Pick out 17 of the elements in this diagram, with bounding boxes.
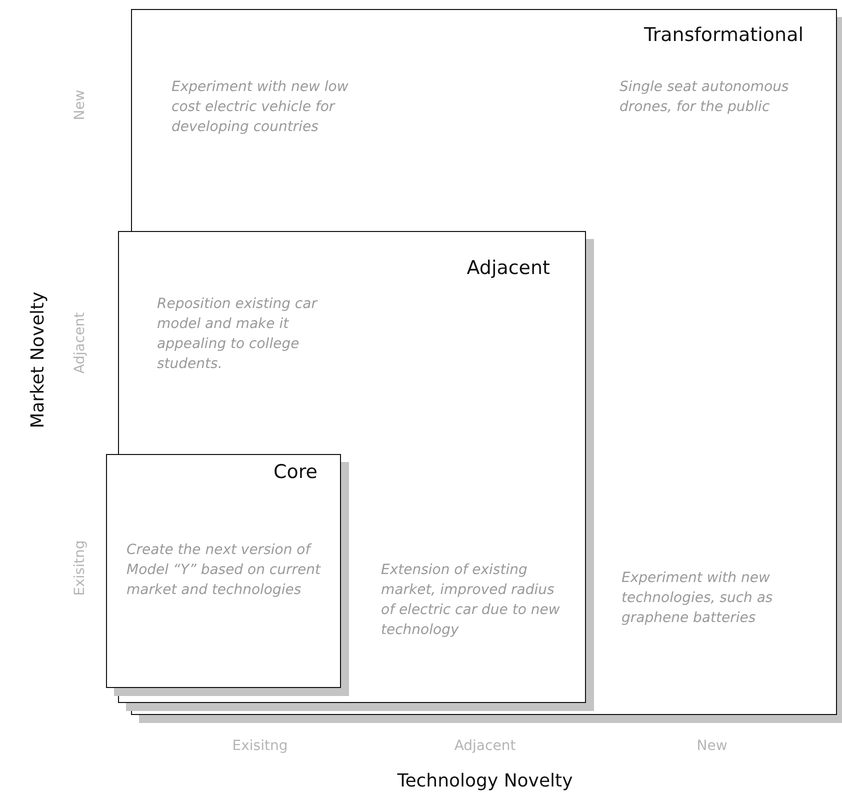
axis-title: Market Novelty	[28, 292, 48, 428]
cell-note: Single seat autonomous drones, for the public	[620, 78, 790, 116]
cell-note: Create the next version of Model “Y” based on current market and technologies	[126, 540, 322, 600]
axis-tick-label: Exisitng	[232, 738, 288, 754]
quadrant-title: Core	[274, 460, 318, 482]
axis-tick-label: Adjacent	[454, 738, 516, 754]
quadrant-title: Transformational	[644, 24, 804, 46]
axis-title: Technology Novelty	[397, 770, 573, 792]
axis-tick-label: Adjacent	[72, 312, 88, 374]
quadrant-title: Adjacent	[466, 257, 550, 279]
cell-note: Extension of existing market, improved radius of electric car due to new technology	[381, 561, 561, 640]
axis-tick-label: New	[72, 90, 88, 120]
axis-tick-label: Exisitng	[72, 540, 88, 596]
cell-note: Reposition existing car model and make it appealing to college students.	[157, 295, 319, 374]
cell-note: Experiment with new low cost electric vehicle for developing countries	[172, 78, 350, 136]
cell-note: Experiment with new technologies, such as graphene batteries	[622, 568, 774, 628]
axis-tick-label: New	[696, 738, 728, 754]
